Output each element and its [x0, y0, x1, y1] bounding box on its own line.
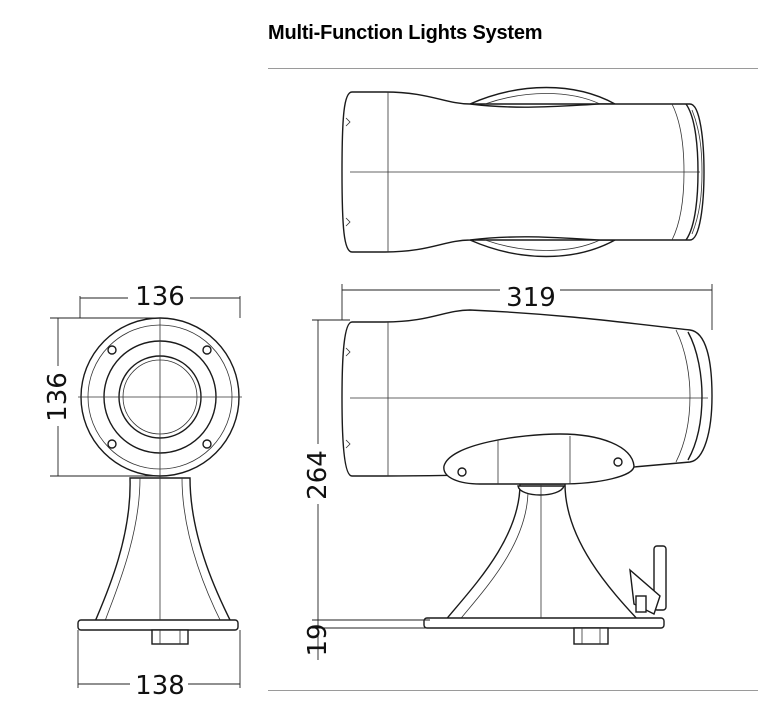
- header-divider: [268, 68, 758, 69]
- side-view-body: [341, 309, 713, 477]
- dim-base-width: 138: [135, 671, 185, 701]
- side-view-connector: [573, 627, 609, 645]
- front-view-connector: [151, 629, 189, 645]
- front-view-screws: [107, 345, 212, 449]
- side-view-stand: [442, 483, 642, 623]
- dimension-labels: 136 136 138 319 264 19: [43, 282, 556, 701]
- dimension-lines: [50, 284, 713, 688]
- top-view-ring-lower: [469, 239, 616, 258]
- dim-overall-height: 264: [303, 450, 333, 500]
- dim-base-thickness: 19: [303, 623, 333, 656]
- dim-front-height: 136: [43, 372, 73, 422]
- footer-divider: [268, 690, 758, 691]
- front-view: [77, 317, 242, 645]
- front-view-base: [77, 619, 239, 631]
- dim-front-width: 136: [135, 282, 185, 312]
- side-view-bracket: [443, 433, 635, 485]
- page-title: Multi-Function Lights System: [268, 22, 543, 44]
- side-view: [341, 309, 713, 645]
- dim-overall-length: 319: [506, 283, 556, 313]
- top-view: [341, 86, 705, 258]
- side-view-base: [423, 617, 665, 629]
- antenna-icon: [629, 545, 667, 615]
- top-view-ring-upper: [469, 86, 616, 105]
